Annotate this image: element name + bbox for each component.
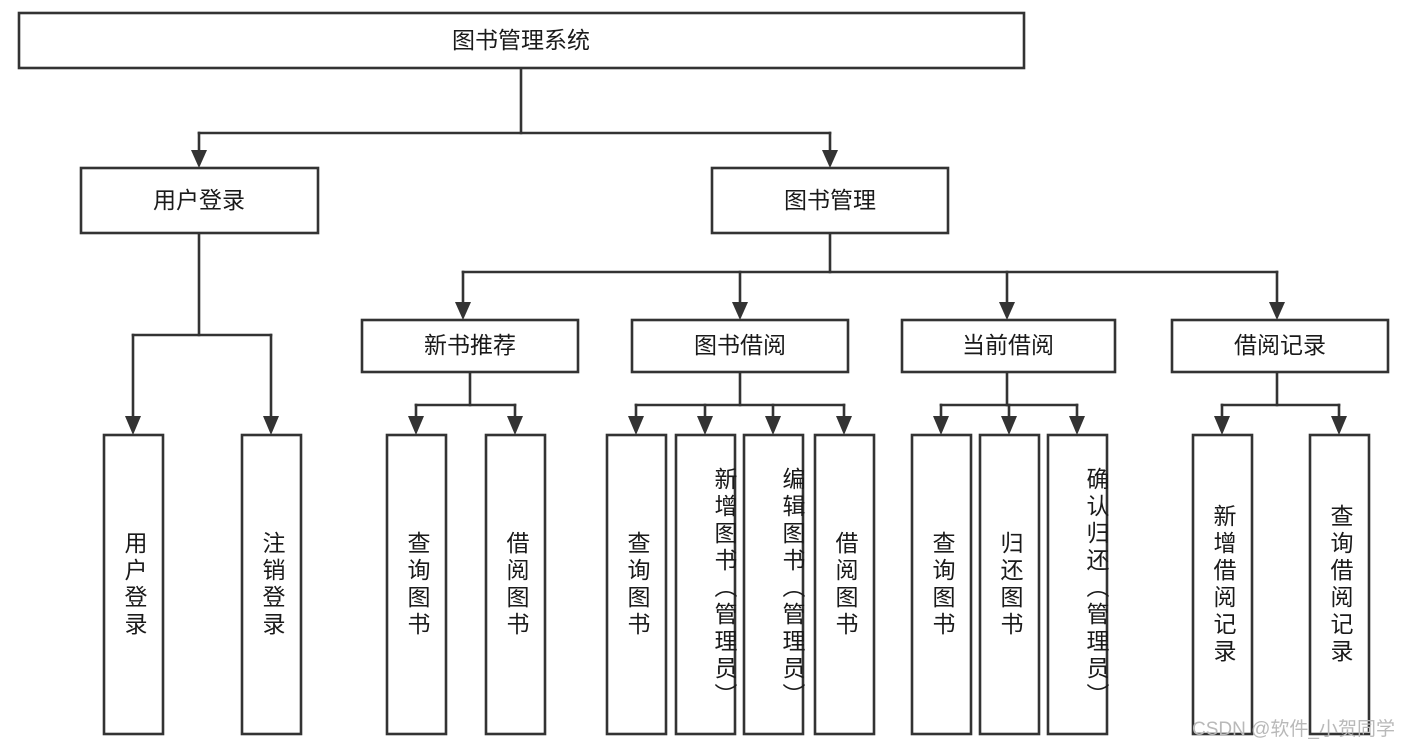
leaf-box-current-confirm-return-admin[interactable] — [1046, 433, 1109, 736]
node-book-manage-box[interactable] — [710, 166, 950, 235]
node-user-login-box[interactable] — [79, 166, 320, 235]
leaf-box-borrow-edit-book-admin[interactable] — [742, 433, 805, 736]
leaf-box-borrow-add-book-admin[interactable] — [674, 433, 737, 736]
arrow-head-borrow-leaf-2 — [697, 416, 713, 435]
node-book-borrow[interactable]: 图书借阅 — [630, 318, 850, 374]
leaf-box-record-query-record[interactable] — [1308, 433, 1371, 736]
watermark-label: CSDN @软件_小贺同学 — [1192, 719, 1395, 740]
node-book-manage-label: 图书管理 — [784, 187, 876, 213]
node-current-borrow-box[interactable] — [900, 318, 1117, 374]
arrow-head-borrow-leaf-4 — [836, 416, 852, 435]
node-user-login[interactable]: 用户登录 — [79, 166, 320, 235]
node-root-system-label: 图书管理系统 — [452, 27, 590, 53]
arrow-head-current-leaf-3 — [1069, 416, 1085, 435]
node-borrow-record-label: 借阅记录 — [1234, 332, 1326, 358]
arrow-head-current-leaf-2 — [1001, 416, 1017, 435]
arrow-head-current-leaf-1 — [933, 416, 949, 435]
node-book-borrow-label: 图书借阅 — [694, 332, 786, 358]
arrow-head-new-book-recommend — [455, 302, 471, 320]
connector-group — [125, 66, 1347, 435]
arrow-head-borrow-leaf-3 — [765, 416, 781, 435]
leaf-box-recommend-borrow-book[interactable] — [484, 433, 547, 736]
arrow-head-recommend-leaf-2 — [507, 416, 523, 435]
node-current-borrow[interactable]: 当前借阅 — [900, 318, 1117, 374]
arrow-head-book-manage — [822, 150, 838, 168]
leaf-box-user-login-login[interactable] — [102, 433, 165, 736]
node-book-manage[interactable]: 图书管理 — [710, 166, 950, 235]
node-new-book-recommend-box[interactable] — [360, 318, 580, 374]
leaf-box-borrow-borrow-book[interactable] — [813, 433, 876, 736]
leaf-box-record-add-record[interactable] — [1191, 433, 1254, 736]
node-new-book-recommend-label: 新书推荐 — [424, 332, 516, 358]
arrow-head-recommend-leaf-1 — [408, 416, 424, 435]
node-new-book-recommend[interactable]: 新书推荐 — [360, 318, 580, 374]
node-current-borrow-label: 当前借阅 — [962, 332, 1054, 358]
arrow-head-borrow-leaf-1 — [628, 416, 644, 435]
leaf-box-current-query-book[interactable] — [910, 433, 973, 736]
node-root-system[interactable]: 图书管理系统 — [17, 11, 1026, 70]
arrow-head-current-borrow — [999, 302, 1015, 320]
leaf-box-current-return-book[interactable] — [978, 433, 1041, 736]
node-user-login-label: 用户登录 — [153, 187, 245, 213]
node-root-system-box[interactable] — [17, 11, 1026, 70]
arrow-head-book-borrow — [732, 302, 748, 320]
leaf-box-user-login-logout[interactable] — [240, 433, 303, 736]
leaf-box-recommend-query-book[interactable] — [385, 433, 448, 736]
arrow-head-leaf-user-login — [125, 416, 141, 435]
node-book-borrow-box[interactable] — [630, 318, 850, 374]
arrow-head-record-leaf-2 — [1331, 416, 1347, 435]
arrow-head-leaf-logout — [263, 416, 279, 435]
node-borrow-record[interactable]: 借阅记录 — [1170, 318, 1390, 374]
arrow-head-record-leaf-1 — [1214, 416, 1230, 435]
arrow-head-borrow-record — [1269, 302, 1285, 320]
arrow-head-user-login — [191, 150, 207, 168]
leaf-box-borrow-query-book[interactable] — [605, 433, 668, 736]
node-borrow-record-box[interactable] — [1170, 318, 1390, 374]
